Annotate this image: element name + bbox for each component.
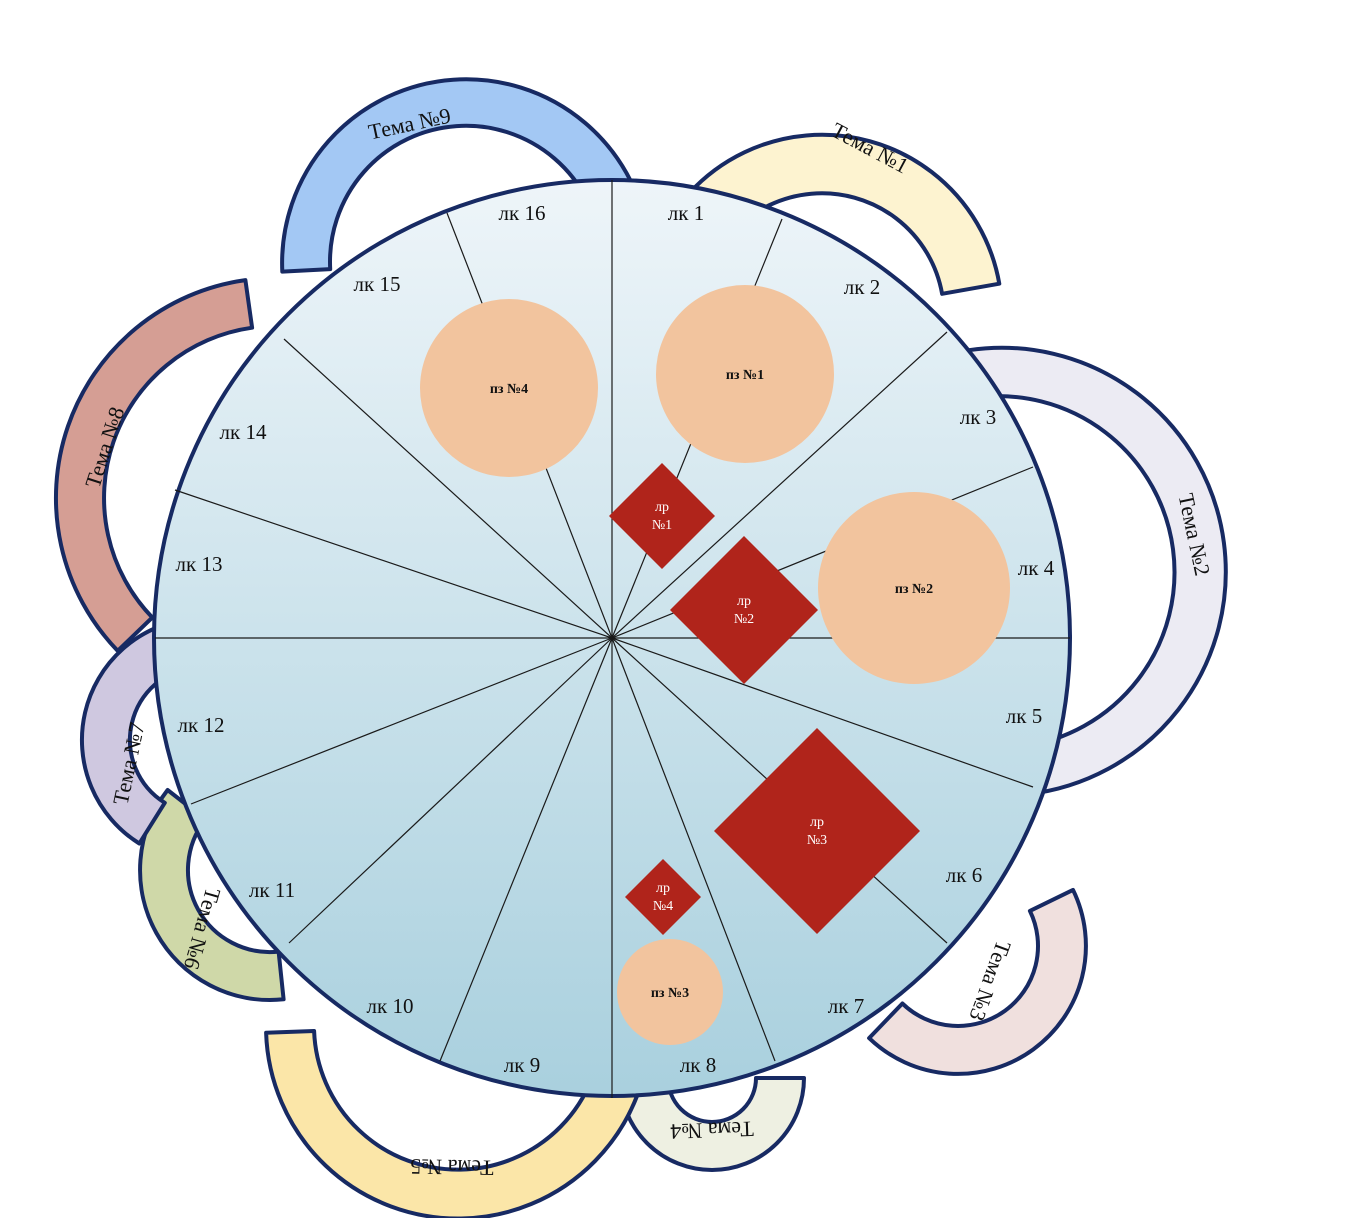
lecture-label-4: лк 4 — [1018, 556, 1055, 580]
lecture-label-5: лк 5 — [1006, 704, 1042, 728]
lecture-label-12: лк 12 — [178, 713, 225, 737]
practical-sessions: пз №1 пз №2 пз №3 пз №4 — [420, 285, 1010, 1045]
practical-1-label: пз №1 — [726, 368, 764, 383]
lecture-label-16: лк 16 — [499, 201, 546, 225]
practical-3-label: пз №3 — [651, 986, 689, 1001]
lecture-label-8: лк 8 — [680, 1053, 716, 1077]
lecture-label-1: лк 1 — [668, 201, 704, 225]
lecture-label-3: лк 3 — [960, 405, 996, 429]
lab-4-diamond — [625, 859, 701, 935]
lab-3-label-line1: лр — [810, 815, 824, 830]
lab-2-label-line1: лр — [737, 594, 751, 609]
lab-4-label-line1: лр — [656, 881, 670, 896]
lecture-label-14: лк 14 — [220, 420, 267, 444]
practical-1-circle — [656, 285, 834, 463]
lab-2-label-line2: №2 — [734, 612, 754, 627]
lecture-labels: лк 1 лк 2 лк 3 лк 4 лк 5 лк 6 лк 7 лк 8 … — [176, 201, 1055, 1077]
lecture-label-7: лк 7 — [828, 994, 864, 1018]
topic-5-label: Тема №5 — [410, 1154, 494, 1180]
topic-3-arc — [867, 887, 1088, 1076]
lecture-divider-14 — [174, 489, 613, 639]
lecture-divider-8 — [611, 637, 776, 1062]
lab-1-label-line2: №1 — [652, 518, 672, 533]
lab-2-diamond — [670, 536, 818, 684]
lecture-divider-15 — [283, 338, 613, 639]
practical-4-circle — [420, 299, 598, 477]
lecture-divider-12 — [190, 637, 613, 805]
lecture-divider-10 — [439, 637, 613, 1062]
lecture-label-9: лк 9 — [504, 1053, 540, 1077]
lab-1-label-line1: лр — [655, 500, 669, 515]
topic-6-arc — [138, 788, 286, 1002]
lecture-dividers — [155, 180, 1070, 1098]
topic-5-arc — [264, 1024, 653, 1218]
lab-3-diamond — [714, 728, 920, 934]
lab-1-diamond — [609, 463, 715, 569]
lab-works: лр №1 лр №2 лр №3 лр №4 — [609, 463, 920, 935]
lecture-divider-11 — [288, 637, 613, 944]
lab-3-label-line2: №3 — [807, 833, 827, 848]
lecture-divider-6 — [611, 637, 1034, 788]
topic-8-arc — [53, 278, 255, 653]
lecture-label-6: лк 6 — [946, 863, 982, 887]
practical-4-label: пз №4 — [490, 382, 528, 397]
lecture-divider-3 — [611, 331, 948, 639]
practical-3-circle — [617, 939, 723, 1045]
lecture-label-11: лк 11 — [249, 878, 295, 902]
topic-4-label: Тема №4 — [670, 1117, 754, 1145]
lab-4-label-line2: №4 — [653, 899, 673, 914]
lecture-label-15: лк 15 — [354, 272, 401, 296]
lecture-label-10: лк 10 — [367, 994, 414, 1018]
lecture-label-13: лк 13 — [176, 552, 223, 576]
lecture-label-2: лк 2 — [844, 275, 880, 299]
practical-2-label: пз №2 — [895, 582, 933, 597]
practical-2-circle — [818, 492, 1010, 684]
